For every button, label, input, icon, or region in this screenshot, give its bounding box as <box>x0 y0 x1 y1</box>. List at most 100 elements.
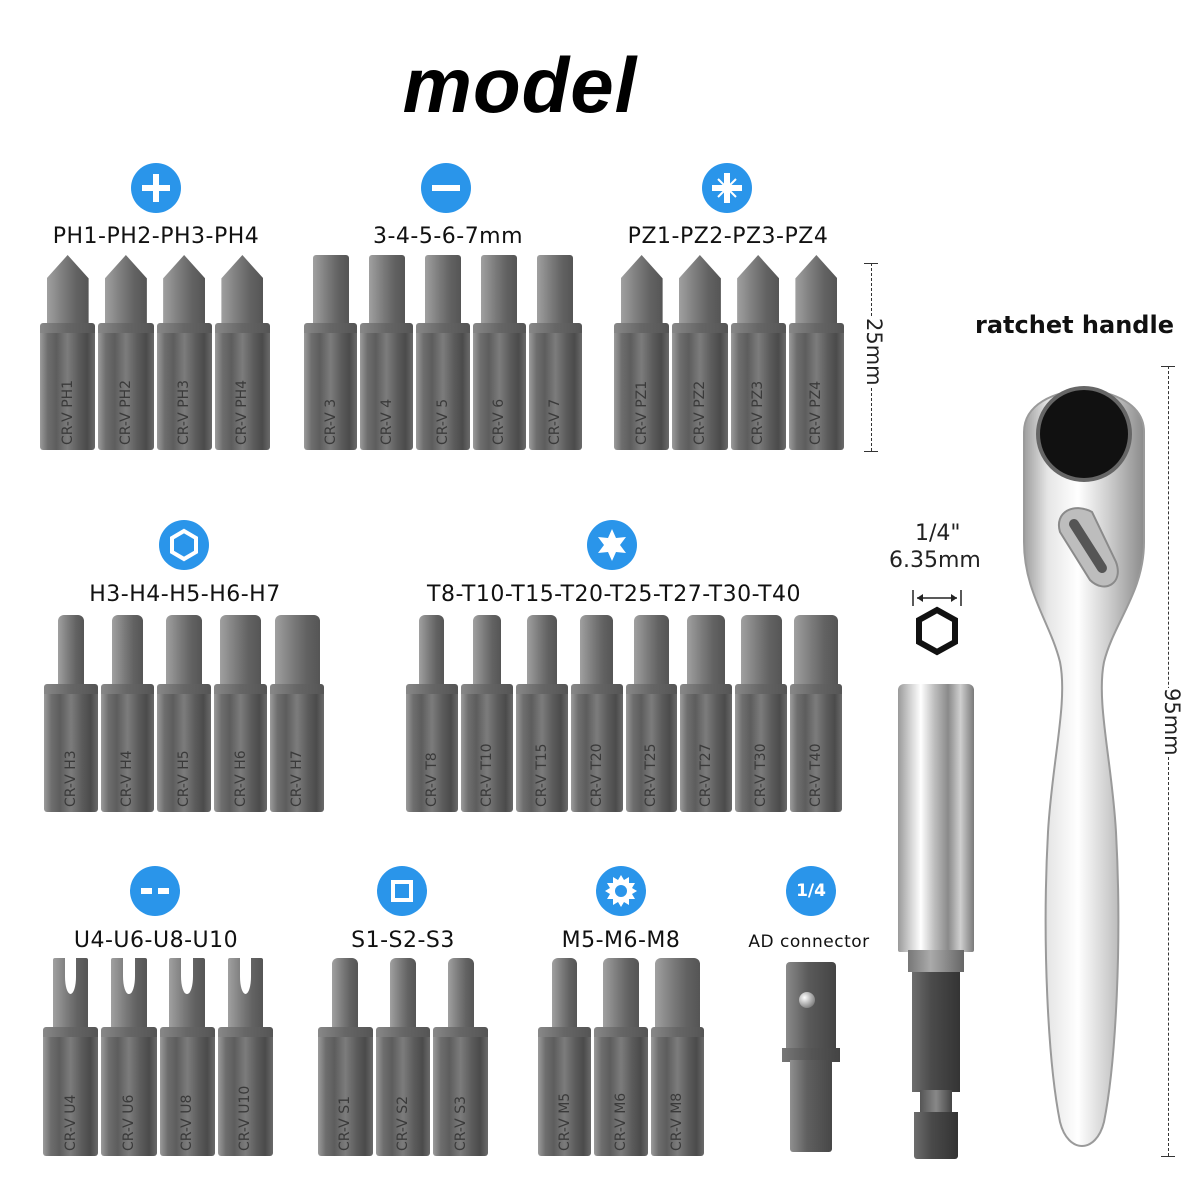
magnetic-bit-holder <box>898 684 974 1159</box>
hex-bit: CR-V H7 <box>270 615 324 812</box>
cross-plus-icon <box>131 163 181 213</box>
slotted-bit: CR-V 4 <box>360 255 414 450</box>
spanner-bit: CR-V U4 <box>43 958 99 1156</box>
torx-bit: CR-V T40 <box>790 615 842 812</box>
hexagon-icon <box>159 520 209 570</box>
hex-size-inch: 1/4" <box>915 521 961 546</box>
phillips-bit: CR-V PH4 <box>214 255 271 450</box>
minus-slot-icon <box>421 163 471 213</box>
hex-bit: CR-V H6 <box>213 615 268 812</box>
phillips-label: PH1-PH2-PH3-PH4 <box>52 224 260 249</box>
slotted-bit: CR-V 3 <box>304 255 358 450</box>
dimension-tick-bottom <box>864 451 878 452</box>
spanner-label: U4-U6-U8-U10 <box>73 928 239 953</box>
bit-engraving: CR-V H5 <box>175 750 192 807</box>
hex-bit: CR-V H4 <box>100 615 155 812</box>
bit-engraving: CR-V T25 <box>643 743 660 807</box>
bit-engraving: CR-V 5 <box>434 398 451 445</box>
spanner-bit: CR-V U6 <box>101 958 157 1156</box>
bit-engraving: CR-V H4 <box>119 750 136 807</box>
bit-length-label: 25mm <box>860 318 888 386</box>
handle-length-label: 95mm <box>1158 688 1186 756</box>
bit-engraving: CR-V U10 <box>237 1085 254 1151</box>
pozidriv-bit: CR-V PZ1 <box>614 255 670 450</box>
square-bit: CR-V S2 <box>375 958 431 1156</box>
slotted-label: 3-4-5-6-7mm <box>372 224 524 249</box>
spline-bit: CR-V M5 <box>538 958 592 1156</box>
bit-engraving: CR-V M6 <box>612 1092 629 1151</box>
hex-size-mm: 6.35mm <box>889 548 981 573</box>
bit-engraving: CR-V U8 <box>179 1094 196 1151</box>
torx-star-icon <box>587 520 637 570</box>
bit-engraving: CR-V PZ2 <box>691 380 708 445</box>
torx-label: T8-T10-T15-T20-T25-T27-T30-T40 <box>427 582 801 607</box>
torx-bit: CR-V T30 <box>735 615 788 812</box>
phillips-bit: CR-V PH2 <box>98 255 154 450</box>
ratchet-handle <box>1004 362 1160 1162</box>
pozidriv-bit: CR-V PZ4 <box>788 255 845 450</box>
spanner-slot-icon <box>130 866 180 916</box>
slotted-bit: CR-V 7 <box>528 255 583 450</box>
pozidriv-label: PZ1-PZ2-PZ3-PZ4 <box>627 224 829 249</box>
bit-engraving: CR-V T20 <box>588 743 605 807</box>
phillips-bit: CR-V PH1 <box>40 255 96 450</box>
square-icon <box>377 866 427 916</box>
bit-engraving: CR-V T8 <box>423 752 440 807</box>
quarter-inch-icon-text: 1/4 <box>796 881 826 901</box>
ad-connector-adapter <box>782 962 840 1152</box>
bit-engraving: CR-V PH2 <box>117 379 134 445</box>
pozidriv-star-icon <box>702 163 752 213</box>
page-title: model <box>402 41 638 129</box>
bit-engraving: CR-V PH4 <box>234 379 251 445</box>
phillips-bit: CR-V PH3 <box>156 255 213 450</box>
torx-bit: CR-V T25 <box>625 615 678 812</box>
spline-gear-icon <box>596 866 646 916</box>
slotted-bit-row: CR-V 3 CR-V 4 CR-V 5 CR-V 6 CR-V 7 <box>304 255 583 450</box>
bit-engraving: CR-V M8 <box>669 1092 686 1151</box>
bit-engraving: CR-V PZ4 <box>808 380 825 445</box>
pozidriv-bit: CR-V PZ3 <box>730 255 787 450</box>
bit-engraving: CR-V T30 <box>753 743 770 807</box>
torx-bit: CR-V T10 <box>460 615 513 812</box>
quarter-inch-icon: 1/4 <box>786 866 836 916</box>
hex-bit: CR-V H5 <box>157 615 211 812</box>
hex-socket-size-icon <box>912 590 962 656</box>
spline-bit-row: CR-V M5 CR-V M6 CR-V M8 <box>538 958 705 1156</box>
bit-engraving: CR-V 4 <box>378 398 395 445</box>
bit-engraving: CR-V T27 <box>698 743 715 807</box>
spline-bit: CR-V M6 <box>594 958 648 1156</box>
bit-engraving: CR-V H7 <box>289 750 306 807</box>
hex-bit-row: CR-V H3 CR-V H4 CR-V H5 CR-V H6 CR-V H7 <box>44 615 324 812</box>
bit-engraving: CR-V 6 <box>491 398 508 445</box>
torx-bit: CR-V T20 <box>570 615 623 812</box>
bit-engraving: CR-V S2 <box>394 1096 411 1151</box>
bit-engraving: CR-V S1 <box>337 1096 354 1151</box>
spline-bit: CR-V M8 <box>650 958 705 1156</box>
slotted-bit: CR-V 5 <box>416 255 470 450</box>
square-bit: CR-V S1 <box>318 958 373 1156</box>
hex-bit: CR-V H3 <box>44 615 98 812</box>
bit-engraving: CR-V T15 <box>533 743 550 807</box>
adapter-label: AD connector <box>748 932 870 952</box>
ratchet-handle-label: ratchet handle <box>975 311 1174 339</box>
bit-engraving: CR-V T40 <box>808 743 825 807</box>
torx-bit: CR-V T27 <box>680 615 733 812</box>
bit-engraving: CR-V T10 <box>478 743 495 807</box>
pozidriv-bit: CR-V PZ2 <box>672 255 728 450</box>
handle-tick-bottom <box>1161 1156 1175 1157</box>
bit-engraving: CR-V PH1 <box>59 379 76 445</box>
spanner-bit: CR-V U8 <box>159 958 216 1156</box>
bit-engraving: CR-V H3 <box>62 750 79 807</box>
torx-bit-row: CR-V T8 CR-V T10 CR-V T15 CR-V T20 CR-V T25 C… <box>406 615 842 812</box>
square-bit: CR-V S3 <box>433 958 488 1156</box>
spanner-bit: CR-V U10 <box>217 958 274 1156</box>
square-bit-row: CR-V S1 CR-V S2 CR-V S3 <box>318 958 488 1156</box>
slotted-bit: CR-V 6 <box>472 255 526 450</box>
bit-engraving: CR-V PZ3 <box>750 380 767 445</box>
torx-bit: CR-V T15 <box>515 615 568 812</box>
hex-label: H3-H4-H5-H6-H7 <box>89 582 281 607</box>
bit-engraving: CR-V S3 <box>452 1096 469 1151</box>
